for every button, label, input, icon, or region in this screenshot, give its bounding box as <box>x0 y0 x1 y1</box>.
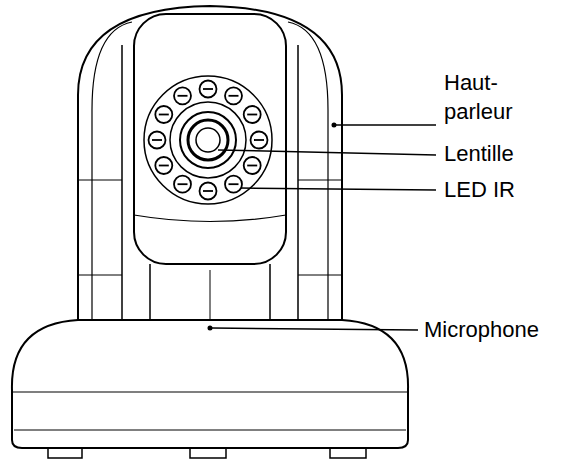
ir-led <box>155 157 172 174</box>
ir-led-mark <box>247 114 257 116</box>
part-label: Microphone <box>424 315 572 344</box>
ir-led-mark <box>152 139 162 141</box>
ir-led <box>200 183 217 200</box>
ir-led <box>251 132 268 149</box>
camera-outline <box>12 6 436 458</box>
ir-led <box>155 106 172 123</box>
ir-led <box>174 176 191 193</box>
ir-led-mark <box>203 88 213 90</box>
ir-led-mark <box>178 95 188 97</box>
ir-led-ring <box>149 81 268 200</box>
ir-led <box>174 87 191 104</box>
ir-led-mark <box>229 95 239 97</box>
ir-led-mark <box>203 190 213 192</box>
part-label: Lentille <box>444 139 572 168</box>
ir-led-mark <box>247 165 257 167</box>
ir-led-mark <box>159 165 169 167</box>
ir-led-mark <box>254 139 264 141</box>
ir-led-mark <box>229 183 239 185</box>
part-label: LED IR <box>444 175 572 204</box>
ir-led <box>225 87 242 104</box>
ir-led-mark <box>159 114 169 116</box>
ir-led <box>225 176 242 193</box>
ir-led <box>244 157 261 174</box>
ir-led <box>149 132 166 149</box>
ir-led <box>244 106 261 123</box>
part-label: Haut- parleur <box>444 68 534 126</box>
ir-led-mark <box>178 183 188 185</box>
ir-led <box>200 81 217 98</box>
